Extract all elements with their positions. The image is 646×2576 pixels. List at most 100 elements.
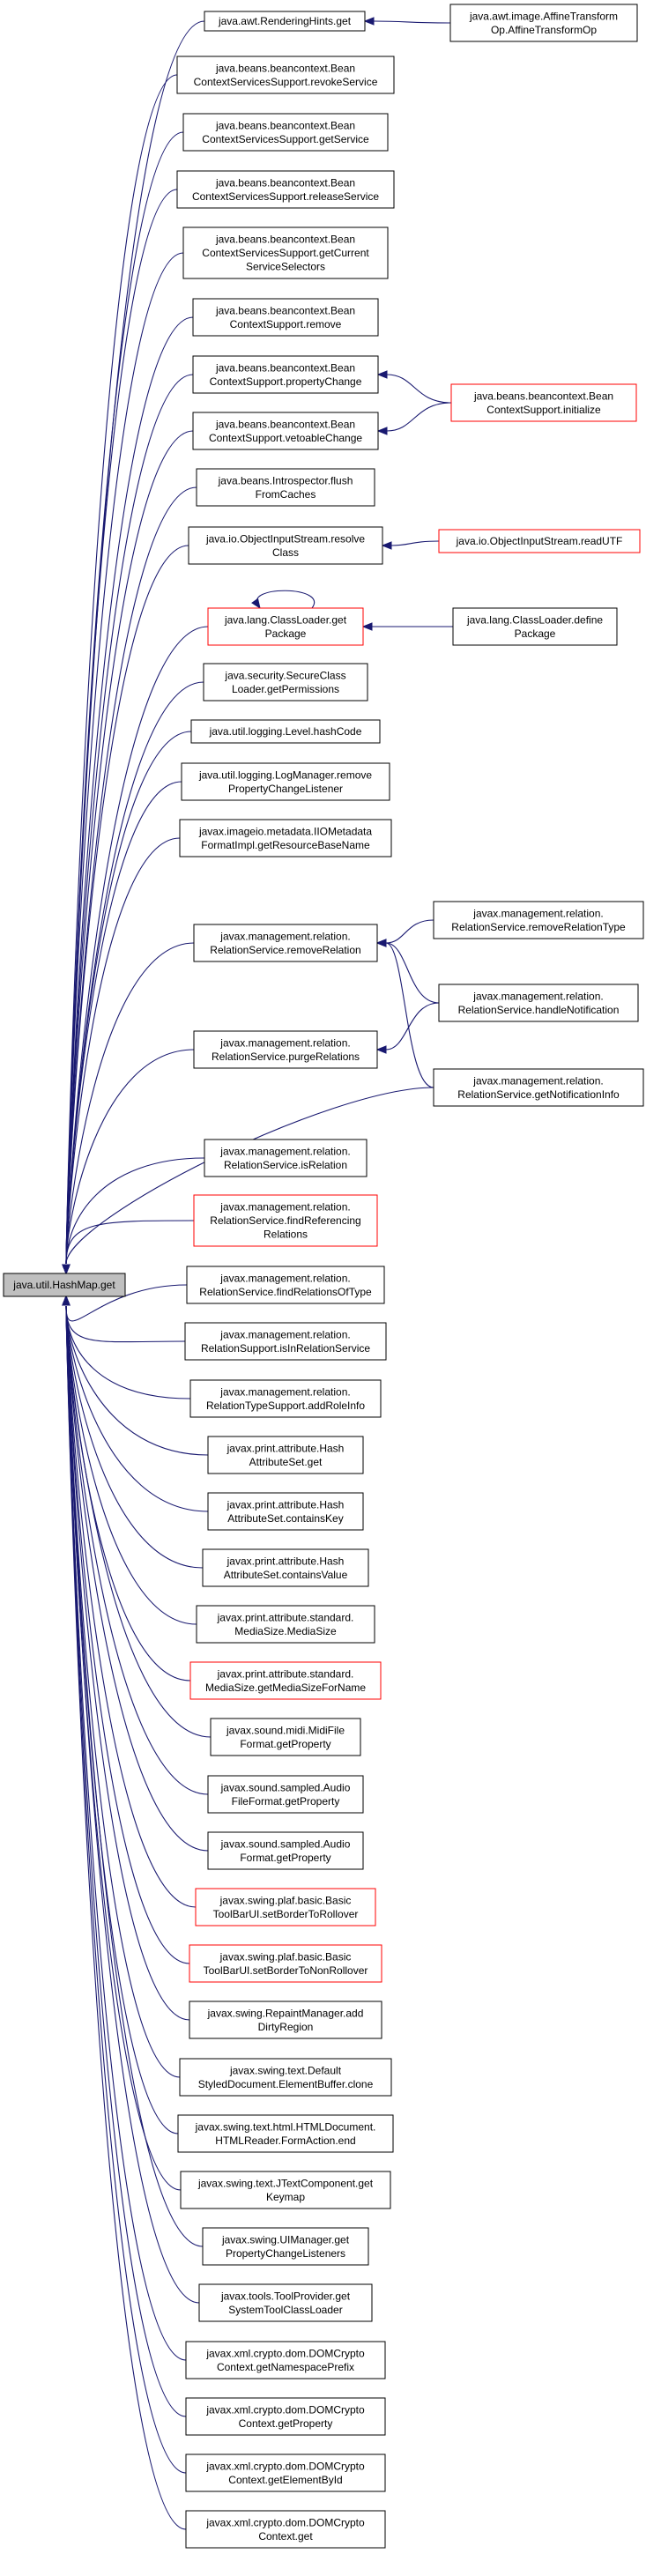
node-label: javax.print.attribute.Hash <box>226 1555 345 1567</box>
node-label: ContextSupport.remove <box>230 318 342 330</box>
graph-node[interactable]: javax.management.relation.RelationSuppor… <box>184 1322 387 1361</box>
graph-node[interactable]: java.beans.beancontext.BeanContextSuppor… <box>192 355 379 394</box>
node-box <box>207 1775 364 1814</box>
node-label: javax.management.relation. <box>219 930 350 942</box>
graph-node[interactable]: java.beans.beancontext.BeanContextSuppor… <box>450 383 637 422</box>
graph-node[interactable]: javax.management.relation. RelationServic… <box>186 1266 385 1304</box>
graph-node[interactable]: javax.management.relation.RelationTypeSu… <box>189 1379 382 1418</box>
node-box <box>193 1030 378 1069</box>
graph-node[interactable]: java.security.SecureClassLoader.getPermi… <box>203 663 368 702</box>
graph-node[interactable]: javax.swing.RepaintManager.addDirtyRegio… <box>189 2001 382 2039</box>
node-label: Format.getProperty <box>240 1852 330 1864</box>
node-label: DirtyRegion <box>258 2021 314 2033</box>
graph-node[interactable]: java.util.logging.LogManager.removePrope… <box>181 762 390 801</box>
graph-node[interactable]: java.beans.beancontext.BeanContextServic… <box>176 56 395 94</box>
graph-node[interactable]: javax.sound.sampled.AudioFileFormat.getP… <box>207 1775 364 1814</box>
graph-node[interactable]: javax.tools.ToolProvider.getSystemToolCl… <box>198 2283 373 2322</box>
graph-node[interactable]: javax.management.relation.RelationServic… <box>193 1030 378 1069</box>
node-label: javax.management.relation. <box>472 1074 603 1087</box>
node-label: java.beans.beancontext.Bean <box>215 234 355 246</box>
graph-node[interactable]: javax.management.relation.RelationServic… <box>433 901 644 939</box>
node-label: AttributeSet.containsKey <box>227 1512 343 1525</box>
graph-node[interactable]: javax.print.attribute.HashAttributeSet.c… <box>207 1492 364 1531</box>
graph-node[interactable]: java.awt.image.AffineTransformOp.AffineT… <box>449 4 638 42</box>
node-box <box>185 2454 386 2492</box>
graph-node[interactable]: java.awt.RenderingHints.get <box>204 11 366 32</box>
graph-node[interactable]: java.util.logging.Level.hashCode <box>190 719 381 744</box>
graph-node[interactable]: javax.print.attribute.standard.MediaSize… <box>189 1661 382 1700</box>
node-box <box>450 383 637 422</box>
graph-node[interactable]: javax.sound.sampled.AudioFormat.getPrope… <box>207 1831 364 1870</box>
graph-node[interactable]: javax.sound.midi.MidiFileFormat.getPrope… <box>210 1718 361 1756</box>
node-label: javax.print.attribute.Hash <box>226 1498 345 1511</box>
node-label: FromCaches <box>256 488 316 501</box>
node-label: Context.get <box>258 2530 313 2543</box>
graph-node[interactable]: javax.swing.plaf.basic.BasicToolBarUI.se… <box>189 1944 382 1983</box>
graph-node[interactable]: java.beans.beancontext.BeanContextServic… <box>176 170 395 209</box>
graph-node[interactable]: javax.swing.text.JTextComponent.getKeyma… <box>180 2171 391 2209</box>
graph-node[interactable]: javax.swing.UIManager.getPropertyChangeL… <box>202 2227 369 2266</box>
node-label: javax.management.relation. <box>219 1272 350 1284</box>
node-label: javax.management.relation. <box>472 907 603 919</box>
node-label: java.beans.beancontext.Bean <box>215 304 355 316</box>
node-label: javax.management.relation. <box>472 990 603 1002</box>
graph-node[interactable]: javax.management.relation. RelationServic… <box>193 924 378 962</box>
node-label: java.awt.RenderingHints.get <box>218 15 352 27</box>
node-label: RelationSupport.isInRelationService <box>201 1342 370 1355</box>
node-box <box>180 2171 391 2209</box>
graph-node[interactable]: javax.management.relation.RelationServic… <box>204 1139 368 1177</box>
node-label: FileFormat.getProperty <box>232 1795 340 1808</box>
graph-node[interactable]: javax.swing.text.DefaultStyledDocument.E… <box>179 2058 392 2097</box>
call-edge <box>381 540 440 550</box>
node-label: javax.swing.UIManager.get <box>221 2233 350 2246</box>
graph-node[interactable]: javax.xml.crypto.dom.DOMCryptoContext.ge… <box>185 2397 386 2436</box>
graph-node[interactable]: javax.management.relation.RelationServic… <box>433 1068 644 1107</box>
node-label: java.beans.Introspector.flush <box>218 474 353 486</box>
node-label: javax.print.attribute.Hash <box>226 1442 345 1454</box>
graph-node[interactable]: javax.swing.plaf.basic.BasicToolBarUI.se… <box>195 1888 376 1926</box>
graph-node[interactable]: javax.xml.crypto.dom.DOMCryptoContext.ge… <box>185 2454 386 2492</box>
root-node[interactable]: java.util.HashMap.get <box>3 1273 126 1297</box>
graph-node[interactable]: javax.management.relation.RelationServic… <box>193 1194 378 1247</box>
node-box <box>207 1492 364 1531</box>
call-edge <box>62 1049 195 1275</box>
graph-node[interactable]: java.beans.beancontext.BeanContextSuppor… <box>192 412 379 450</box>
graph-node[interactable]: java.io.ObjectInputStream.readUTF <box>438 529 641 553</box>
node-box <box>189 1944 382 1983</box>
graph-node[interactable]: javax.print.attribute.HashAttributeSet.g… <box>207 1436 364 1474</box>
node-label: java.awt.image.AffineTransform <box>469 10 618 22</box>
node-label: RelationService.findRelationsOfType <box>199 1286 372 1298</box>
graph-node[interactable]: javax.xml.crypto.dom.DOMCryptoContext.ge… <box>185 2341 386 2379</box>
node-box <box>207 607 364 646</box>
graph-node[interactable]: javax.print.attribute.standard.MediaSize… <box>196 1605 375 1644</box>
node-label: Format.getProperty <box>240 1738 330 1750</box>
graph-node[interactable]: javax.swing.text.html.HTMLDocument.HTMLR… <box>177 2114 394 2153</box>
node-label: java.beans.beancontext.Bean <box>215 418 355 430</box>
node-label: javax.swing.plaf.basic.Basic <box>219 1894 352 1906</box>
node-label: RelationService.removeRelation <box>210 944 360 956</box>
node-box <box>192 298 379 337</box>
node-box <box>210 1718 361 1756</box>
node-label: ContextSupport.propertyChange <box>210 375 362 388</box>
node-box <box>190 719 381 744</box>
node-label: Package <box>515 627 556 640</box>
call-edge <box>62 252 184 1275</box>
graph-node[interactable]: javax.print.attribute.HashAttributeSet.c… <box>202 1548 369 1587</box>
node-box <box>181 762 390 801</box>
node-label: Relations <box>264 1229 308 1241</box>
graph-node[interactable]: java.beans.beancontext.BeanContextServic… <box>182 113 389 152</box>
graph-node[interactable]: javax.imageio.metadata.IIOMetadataFormat… <box>179 819 392 857</box>
graph-node[interactable]: java.beans.beancontext.BeanContextSuppor… <box>192 298 379 337</box>
node-label: javax.sound.midi.MidiFile <box>226 1724 345 1736</box>
call-edge <box>62 1157 205 1275</box>
nodes-layer: java.util.HashMap.get java.awt.RenderingH… <box>3 4 644 2549</box>
call-edge <box>62 316 194 1275</box>
graph-node[interactable]: java.beans.beancontext.BeanContextServic… <box>182 226 389 279</box>
node-label: javax.sound.sampled.Audio <box>220 1837 351 1850</box>
graph-node[interactable]: javax.xml.crypto.dom.DOMCryptoContext.ge… <box>185 2510 386 2549</box>
graph-node[interactable]: javax.management.relation.RelationServic… <box>438 984 639 1022</box>
